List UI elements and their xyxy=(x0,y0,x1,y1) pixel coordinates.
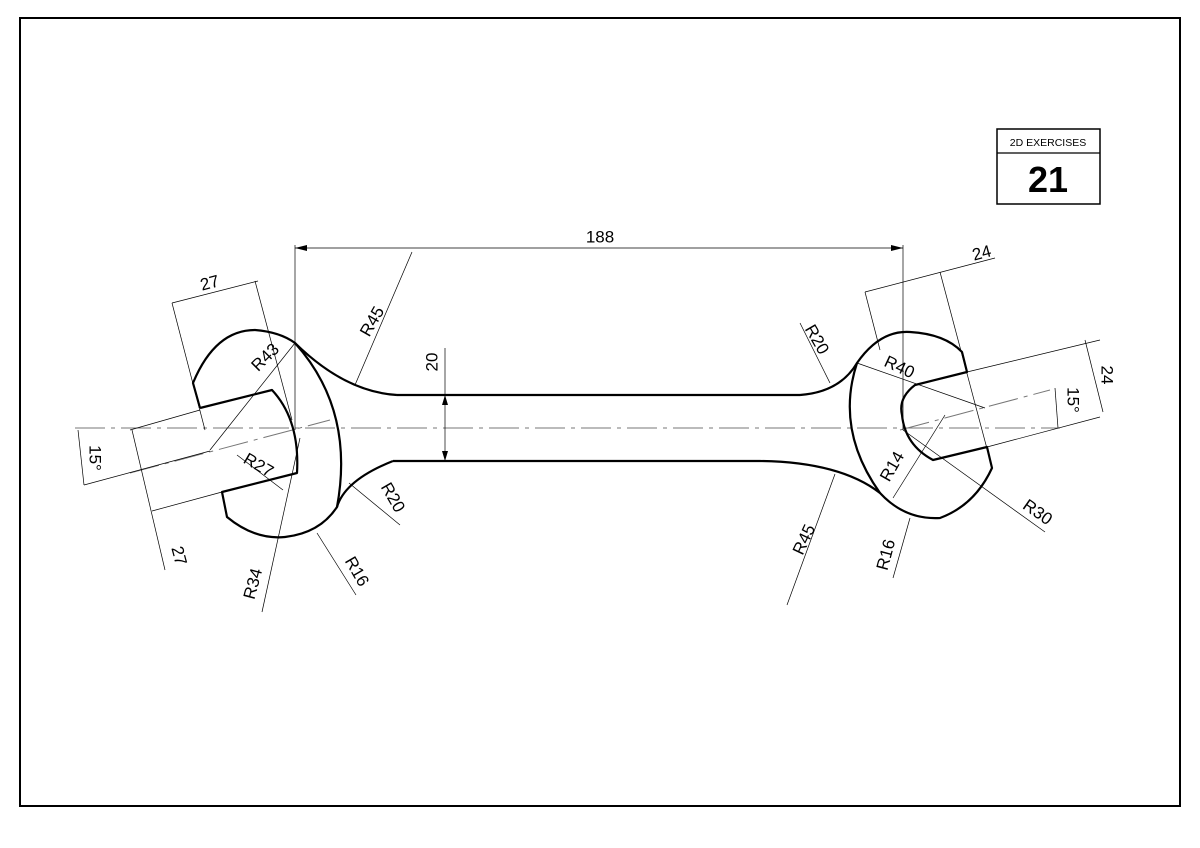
dim-right-jaw-width: 24 xyxy=(1098,366,1117,385)
dim-left-r27: R27 xyxy=(240,449,277,481)
dim-left-r43: R43 xyxy=(248,340,283,375)
right-jaw-centerline xyxy=(899,389,1051,431)
dim-left-r16: R16 xyxy=(341,553,373,590)
dim-left-r45: R45 xyxy=(356,303,388,340)
dim-handle-width: 20 xyxy=(422,353,441,372)
dim-right-r14: R14 xyxy=(876,448,908,485)
drawing-frame xyxy=(19,17,1181,807)
dim-right-jaw-depth: 24 xyxy=(970,241,993,264)
left-jaw-centerline xyxy=(129,419,331,474)
dim-left-angle: 15° xyxy=(86,445,105,471)
dim-right-angle: 15° xyxy=(1064,387,1083,413)
dim-right-r20: R20 xyxy=(801,321,833,358)
exercise-number: 21 xyxy=(1028,159,1068,200)
dim-right-r16: R16 xyxy=(873,537,899,572)
dim-right-r45: R45 xyxy=(789,521,819,557)
title-block: 2D EXERCISES 21 xyxy=(996,128,1101,205)
title-block-heading: 2D EXERCISES xyxy=(1010,137,1086,149)
dimension-labels: 188 20 27 27 15° R43 R27 R45 R20 R34 R16… xyxy=(86,227,1117,601)
wrench-outline xyxy=(191,328,994,539)
dimension-lines xyxy=(77,245,1104,613)
dim-left-jaw-depth: 27 xyxy=(198,271,221,294)
dim-left-r34: R34 xyxy=(240,566,266,601)
dim-right-r30: R30 xyxy=(1019,495,1055,528)
dim-left-jaw-width: 27 xyxy=(167,544,190,567)
dim-overall-length: 188 xyxy=(586,227,614,246)
